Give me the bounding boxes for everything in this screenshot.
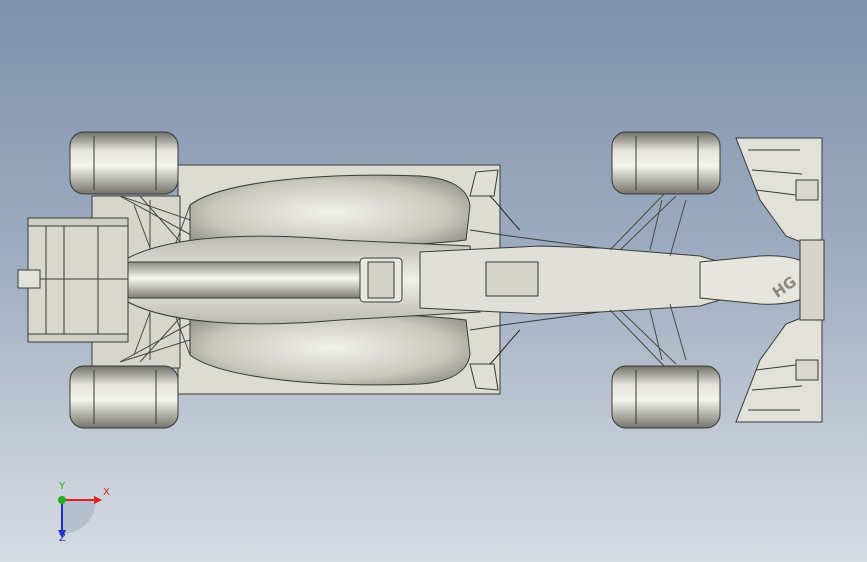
front-suspension (609, 191, 687, 369)
axis-triad: X Y Z (40, 478, 120, 548)
cockpit-opening (485, 261, 539, 297)
rear-left-wheel (69, 131, 179, 195)
monocoque (419, 245, 721, 315)
x-axis-label: X (103, 487, 110, 498)
rear-right-wheel (69, 365, 179, 429)
front-right-wheel (611, 365, 721, 429)
mirror-right (469, 363, 499, 391)
front-wing (735, 137, 825, 423)
rear-wing (17, 217, 129, 343)
axis-triad-graphic (58, 496, 102, 538)
rear-suspension (119, 195, 201, 363)
y-axis-label: Y (59, 481, 66, 492)
z-axis-label: Z (59, 533, 66, 544)
mirror-left (469, 169, 499, 197)
exhaust-pipe (127, 261, 377, 299)
front-left-wheel (611, 131, 721, 195)
